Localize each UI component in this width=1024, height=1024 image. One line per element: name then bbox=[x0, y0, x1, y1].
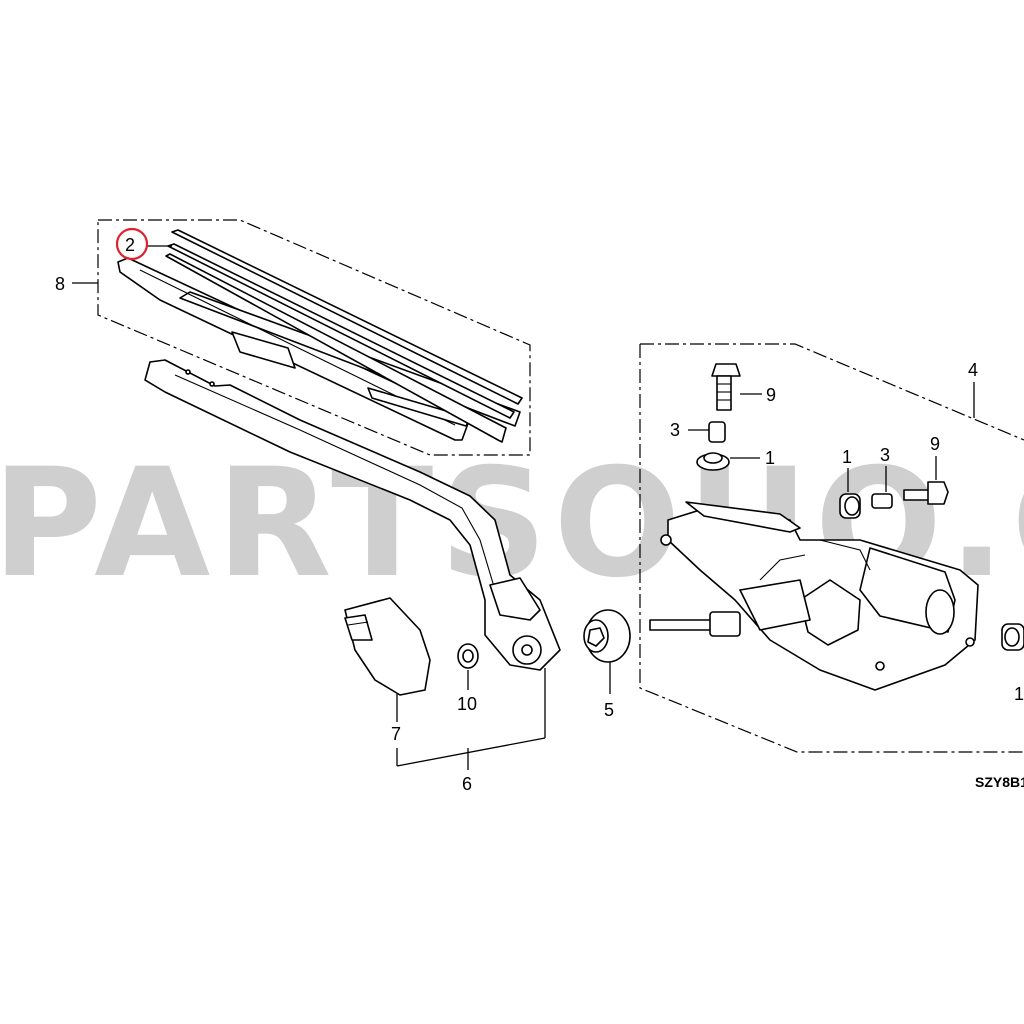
group-6-bracket bbox=[396, 668, 546, 770]
grommet-1-right[interactable] bbox=[839, 468, 861, 519]
wiper-arm[interactable] bbox=[144, 359, 561, 671]
callout-1-right[interactable]: 1 bbox=[842, 447, 852, 467]
callout-3-top[interactable]: 3 bbox=[670, 420, 680, 440]
wiper-rubber[interactable] bbox=[165, 229, 523, 443]
collar-3-top[interactable] bbox=[688, 421, 726, 443]
callout-8[interactable]: 8 bbox=[55, 274, 65, 294]
callout-4[interactable]: 4 bbox=[968, 360, 978, 380]
pivot-cap-5[interactable] bbox=[583, 609, 631, 694]
callout-10[interactable]: 10 bbox=[457, 694, 477, 714]
callout-7[interactable]: 7 bbox=[391, 724, 401, 744]
callout-6[interactable]: 6 bbox=[462, 774, 472, 794]
grommet-1-top[interactable] bbox=[696, 452, 760, 471]
motor-assembly-box bbox=[639, 343, 1024, 753]
bolt-9-top[interactable] bbox=[711, 363, 762, 411]
wiper-motor[interactable] bbox=[649, 501, 979, 691]
collar-3-right[interactable] bbox=[871, 466, 893, 509]
diagram-code: SZY8B1 bbox=[975, 774, 1024, 790]
callout-2[interactable]: 2 bbox=[125, 235, 135, 255]
arm-cap[interactable] bbox=[344, 597, 431, 696]
nut-10[interactable] bbox=[457, 643, 479, 690]
callout-9-right[interactable]: 9 bbox=[930, 434, 940, 454]
callout-5[interactable]: 5 bbox=[604, 700, 614, 720]
callout-1-top[interactable]: 1 bbox=[765, 448, 775, 468]
callout-3-right[interactable]: 3 bbox=[880, 445, 890, 465]
bolt-9-right[interactable] bbox=[903, 456, 949, 505]
highlight-circle bbox=[115, 227, 149, 261]
grommet-1-far-right[interactable] bbox=[1001, 623, 1024, 651]
callout-1-far-right[interactable]: 1 bbox=[1014, 684, 1024, 704]
blade-assembly-box bbox=[72, 219, 531, 456]
callout-9-top[interactable]: 9 bbox=[766, 385, 776, 405]
